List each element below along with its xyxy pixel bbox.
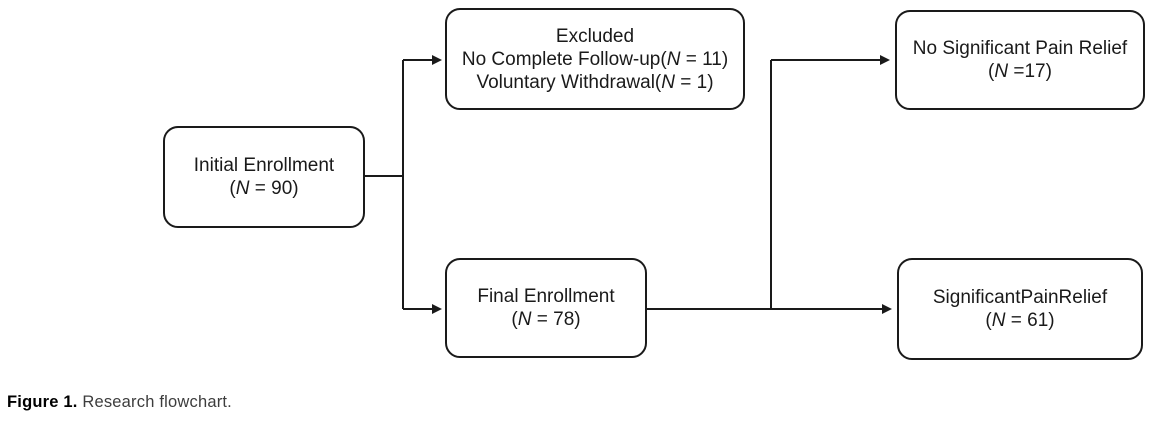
node-title: Excluded: [555, 25, 635, 47]
figure-caption-text: Research flowchart.: [77, 393, 232, 411]
node-title: SignificantPainRelief: [932, 287, 1108, 308]
node-title: Final Enrollment: [477, 286, 615, 307]
figure-caption: Figure 1. Research flowchart.: [7, 392, 232, 412]
node-count: (N = 61): [985, 310, 1055, 331]
node-line: Voluntary Withdrawal(N = 1): [476, 71, 714, 93]
node-final-enrollment: Final Enrollment (N = 78): [445, 258, 647, 358]
node-excluded: Excluded No Complete Follow-up(N = 11) V…: [445, 8, 745, 110]
node-no-significant-pain-relief: No Significant Pain Relief (N =17): [895, 10, 1145, 110]
node-initial-enrollment: Initial Enrollment (N = 90): [163, 126, 365, 228]
figure-caption-label: Figure 1.: [7, 393, 78, 411]
node-line: No Complete Follow-up(N = 11): [461, 48, 729, 70]
node-count: (N = 90): [229, 178, 299, 199]
node-count: (N =17): [988, 61, 1052, 82]
node-title: Initial Enrollment: [193, 155, 335, 176]
node-title: No Significant Pain Relief: [912, 38, 1128, 59]
node-count: (N = 78): [511, 309, 581, 330]
node-significant-pain-relief: SignificantPainRelief (N = 61): [897, 258, 1143, 360]
